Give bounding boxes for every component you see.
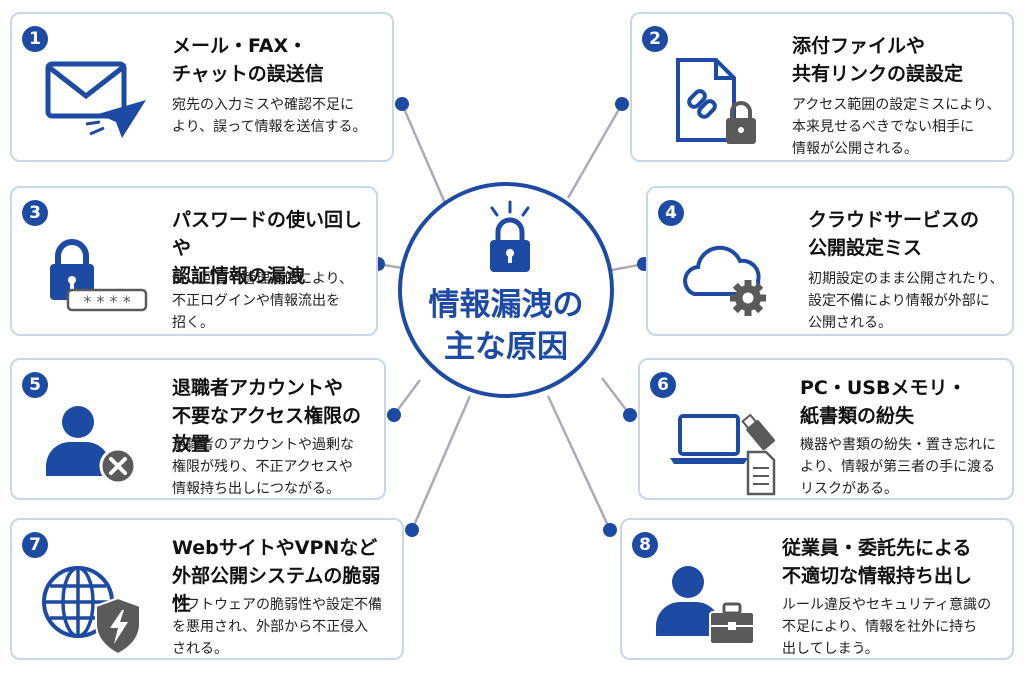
connector-dot-6 (623, 408, 637, 422)
cause-card-6: 6 PC・USBメモリ・ 紙書類の紛失 機器や書類の紛失・置き忘れに より、情報… (638, 358, 1014, 500)
cloud-gear-icon (683, 245, 766, 316)
user-briefcase-icon (656, 566, 755, 645)
cause-number: 2 (642, 26, 668, 52)
cause-number: 1 (22, 26, 48, 52)
cause-number: 7 (22, 532, 48, 558)
cause-title: WebサイトやVPNなど 外部公開システムの脆弱性 (172, 537, 381, 615)
cause-title: 退職者アカウントや 不要なアクセス権限の放置 (172, 377, 362, 455)
cause-title: 従業員・委託先による 不適切な情報持ち出し (782, 537, 973, 587)
cause-description: 退職者のアカウントや過剰な 権限が残り、不正アクセスや 情報持ち出しにつながる。 (172, 437, 354, 497)
connector-line-6 (601, 377, 631, 416)
cause-card-8: 8 従業員・委託先による 不適切な情報持ち出し ルール違反やセキュリティ意識の … (620, 518, 1014, 660)
padlock-icon (490, 200, 530, 272)
center-title-line1: 情報漏洩の (428, 287, 584, 323)
cause-description: 宛先の入力ミスや確認不足に より、誤って情報を送信する。 (172, 97, 367, 135)
cause-number: 3 (22, 200, 48, 226)
cause-title: 添付ファイルや 共有リンクの誤設定 (792, 35, 964, 85)
cause-title: クラウドサービスの 公開設定ミス (808, 209, 980, 259)
cause-number: 4 (658, 200, 684, 226)
laptop-usb-document-icon (670, 413, 776, 496)
center-title-line2: 主な原因 (444, 329, 568, 365)
connector-line-1 (400, 103, 450, 211)
svg-text:* * * *: * * * * (83, 292, 130, 311)
center-title: 情報漏洩の 主な原因 (402, 284, 610, 368)
locked-link-file-icon (676, 58, 756, 144)
globe-shield-icon (42, 566, 141, 656)
connector-line-2 (566, 103, 624, 199)
center-circle: 情報漏洩の 主な原因 (398, 182, 614, 398)
cause-description: 初期設定のまま公開されたり、 設定不備により情報が外部に 公開される。 (808, 271, 1004, 331)
connector-dot-8 (603, 523, 617, 537)
cause-number: 6 (650, 372, 676, 398)
connector-line-8 (546, 395, 612, 531)
cause-number: 8 (632, 532, 658, 558)
cause-card-7: 7 WebサイトやVPNなど 外部公開システムの脆弱性 ソフトウェアの脆弱性や設… (10, 518, 404, 660)
cause-description: ルール違反やセキュリティ意識の 不足により、情報を社外に持ち 出してしまう。 (782, 597, 992, 657)
cause-description: アクセス範囲の設定ミスにより、 本来見せるべきでない相手に 情報が公開される。 (792, 97, 1001, 157)
connector-dot-5 (387, 408, 401, 422)
cause-description: ソフトウェアの脆弱性や設定不備 を悪用され、外部から不正侵入 される。 (172, 597, 382, 657)
cause-card-3: 3 * * * * パスワードの使い回しや 認証情報の漏洩 使い回しや管理不備に… (10, 186, 378, 336)
cause-title: パスワードの使い回しや 認証情報の漏洩 (172, 209, 363, 287)
envelope-send-icon (45, 61, 146, 138)
connector-line-7 (410, 395, 472, 531)
cause-card-4: 4 クラウドサービスの 公開設定ミス 初期設定のまま公開されたり、 設定不備によ… (646, 186, 1014, 336)
connector-line-5 (392, 379, 422, 416)
cause-description: 使い回しや管理不備により、 不正ログインや情報流出を 招く。 (172, 271, 354, 331)
padlock-password-icon: * * * * (50, 239, 148, 312)
user-remove-icon (46, 406, 137, 485)
cause-title: PC・USBメモリ・ 紙書類の紛失 (800, 377, 967, 427)
connector-dot-7 (405, 523, 419, 537)
cause-title: メール・FAX・ チャットの誤送信 (172, 35, 324, 85)
cause-card-2: 2 添付ファイルや 共有リンクの誤設定 アクセス範囲の設定ミスにより、 本来見せ… (630, 12, 1014, 162)
cause-description: 機器や書類の紛失・置き忘れに より、情報が第三者の手に渡る リスクがある。 (800, 437, 996, 497)
cause-card-5: 5 退職者アカウントや 不要なアクセス権限の放置 退職者のアカウントや過剰な 権… (10, 358, 386, 500)
connector-dot-2 (615, 97, 629, 111)
connector-dot-1 (395, 97, 409, 111)
cause-number: 5 (22, 372, 48, 398)
cause-card-1: 1 メール・FAX・ チャットの誤送信 宛先の入力ミスや確認不足に より、誤って… (10, 12, 394, 162)
